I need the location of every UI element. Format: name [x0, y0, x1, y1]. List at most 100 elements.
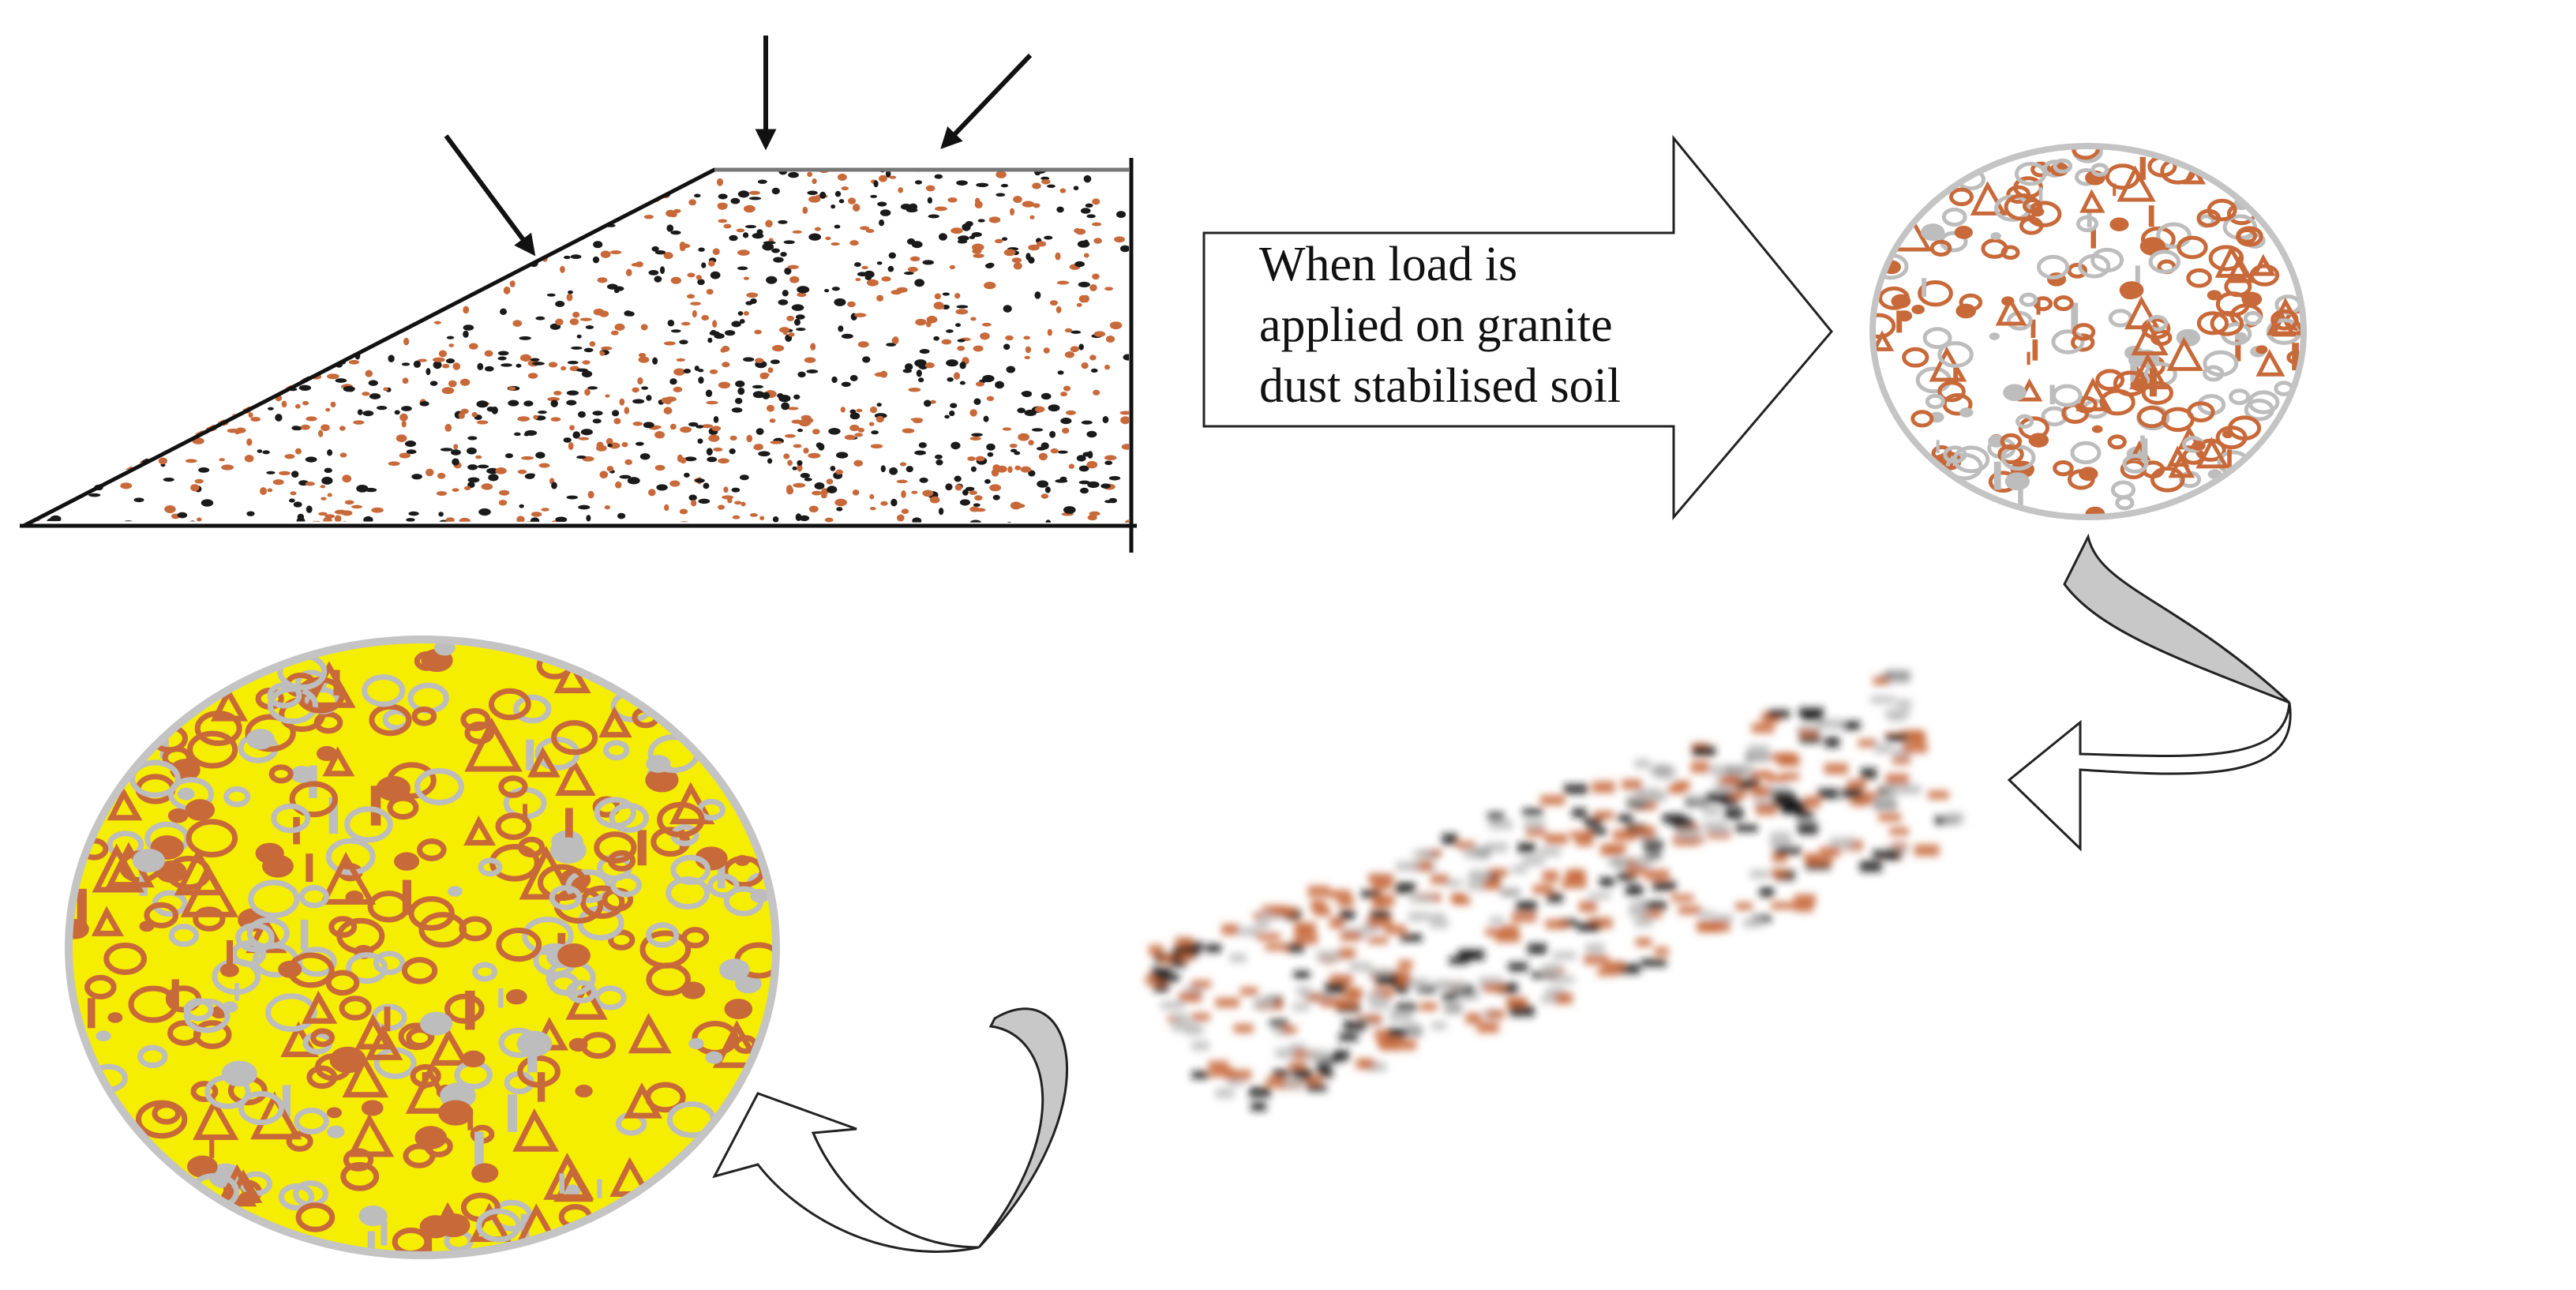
soil-grain	[746, 292, 759, 298]
soil-grain	[786, 315, 795, 321]
soil-grain	[561, 366, 567, 371]
particle-ring	[369, 703, 412, 737]
soil-grain	[340, 225, 350, 230]
blurred-grain	[1724, 808, 1744, 819]
soil-grain	[272, 479, 284, 486]
soil-grain	[1086, 430, 1097, 438]
soil-grain	[742, 232, 749, 238]
particle-ring	[414, 768, 464, 805]
blurred-grain	[1541, 963, 1562, 975]
soil-grain	[734, 397, 743, 404]
blurred-grain	[1545, 919, 1568, 929]
soil-grain	[955, 323, 962, 328]
soil-grain	[570, 254, 582, 260]
soil-grain	[769, 418, 776, 423]
soil-grain	[976, 182, 989, 188]
soil-grain	[129, 336, 139, 342]
soil-grain	[837, 173, 847, 181]
particle-ring	[398, 1022, 435, 1051]
soil-grain	[973, 503, 981, 507]
soil-grain	[802, 206, 808, 215]
soil-grain	[370, 270, 379, 276]
particle-ring	[238, 1090, 284, 1126]
soil-grain	[257, 449, 263, 453]
soil-grain	[949, 410, 955, 417]
particle-ring	[538, 864, 587, 902]
soil-grain	[852, 203, 861, 212]
soil-grain	[876, 415, 884, 423]
soil-grain	[96, 242, 105, 246]
soil-grain	[141, 198, 148, 207]
soil-grain	[131, 242, 141, 248]
particle-ring	[2053, 158, 2073, 174]
soil-grain	[248, 412, 253, 418]
blurred-grain	[1372, 880, 1392, 891]
soil-grain	[1078, 281, 1090, 288]
soil-grain	[758, 451, 771, 457]
soil-grain	[118, 236, 126, 240]
soil-grain	[275, 185, 286, 189]
soil-grain	[929, 496, 940, 504]
blurred-grain	[1385, 924, 1407, 935]
soil-grain	[463, 324, 474, 331]
soil-grain	[737, 190, 750, 198]
soil-grain	[81, 211, 89, 219]
soil-grain	[471, 411, 478, 418]
soil-grain	[507, 193, 513, 197]
particle-ring	[551, 720, 598, 756]
soil-grain	[694, 366, 699, 371]
particle-triangle	[180, 863, 239, 917]
soil-grain	[229, 369, 238, 375]
soil-grain	[259, 262, 268, 270]
soil-grain	[906, 466, 913, 473]
soil-grain	[987, 262, 995, 268]
blurred-grain	[1648, 793, 1666, 802]
stabilised-soil-circle	[65, 636, 780, 1259]
soil-grain	[403, 337, 410, 346]
particle-ring	[245, 714, 296, 752]
soil-grain	[1059, 188, 1067, 193]
soil-grain	[348, 359, 359, 365]
soil-grain	[365, 369, 373, 377]
soil-grain	[67, 231, 78, 239]
soil-grain	[498, 500, 508, 506]
soil-grain	[619, 398, 625, 406]
particle-ring	[417, 838, 447, 861]
soil-grain	[406, 284, 419, 291]
soil-grain	[68, 235, 75, 241]
soil-grain	[1105, 335, 1116, 343]
soil-grain	[165, 410, 171, 418]
soil-grain	[1005, 335, 1014, 341]
soil-grain	[158, 457, 168, 465]
particle-triangle	[543, 1152, 594, 1200]
soil-grain	[527, 373, 538, 379]
soil-grain	[587, 386, 598, 390]
particle-ring	[2156, 222, 2192, 249]
soil-grain	[686, 294, 696, 299]
soil-grain	[93, 436, 103, 441]
particle-ring	[522, 917, 574, 955]
soil-grain	[962, 223, 971, 231]
soil-grain	[718, 219, 728, 223]
soil-grain	[438, 512, 444, 517]
blurred-grain	[1674, 780, 1690, 791]
soil-grain	[924, 362, 935, 369]
soil-grain	[975, 456, 985, 462]
soil-grain	[684, 456, 697, 462]
blurred-grain	[1161, 1000, 1184, 1010]
soil-grain	[1123, 354, 1129, 361]
soil-grain	[1089, 354, 1097, 361]
soil-grain	[378, 297, 392, 305]
soil-grain	[59, 459, 67, 467]
blurred-grain	[1468, 879, 1483, 891]
soil-grain	[69, 332, 83, 339]
soil-grain	[238, 385, 245, 392]
soil-grain	[488, 474, 499, 482]
soil-grain	[66, 373, 75, 381]
soil-grain	[771, 344, 785, 352]
soil-grain	[223, 205, 231, 210]
soil-grain	[93, 261, 102, 267]
particle-ring	[518, 836, 546, 858]
soil-grain	[175, 311, 188, 320]
blurred-grain	[1711, 825, 1730, 834]
